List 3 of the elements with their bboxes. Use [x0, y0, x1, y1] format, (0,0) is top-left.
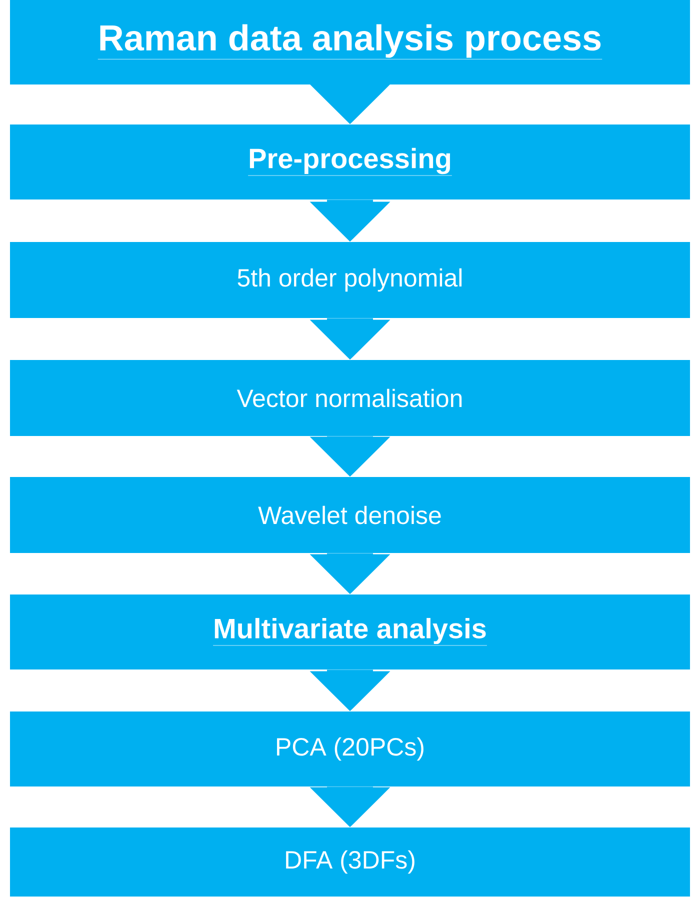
process-box: PCA (20PCs): [10, 712, 690, 786]
heading-box: Pre-processing: [10, 124, 690, 200]
process-box: DFA (3DFs): [10, 828, 690, 896]
